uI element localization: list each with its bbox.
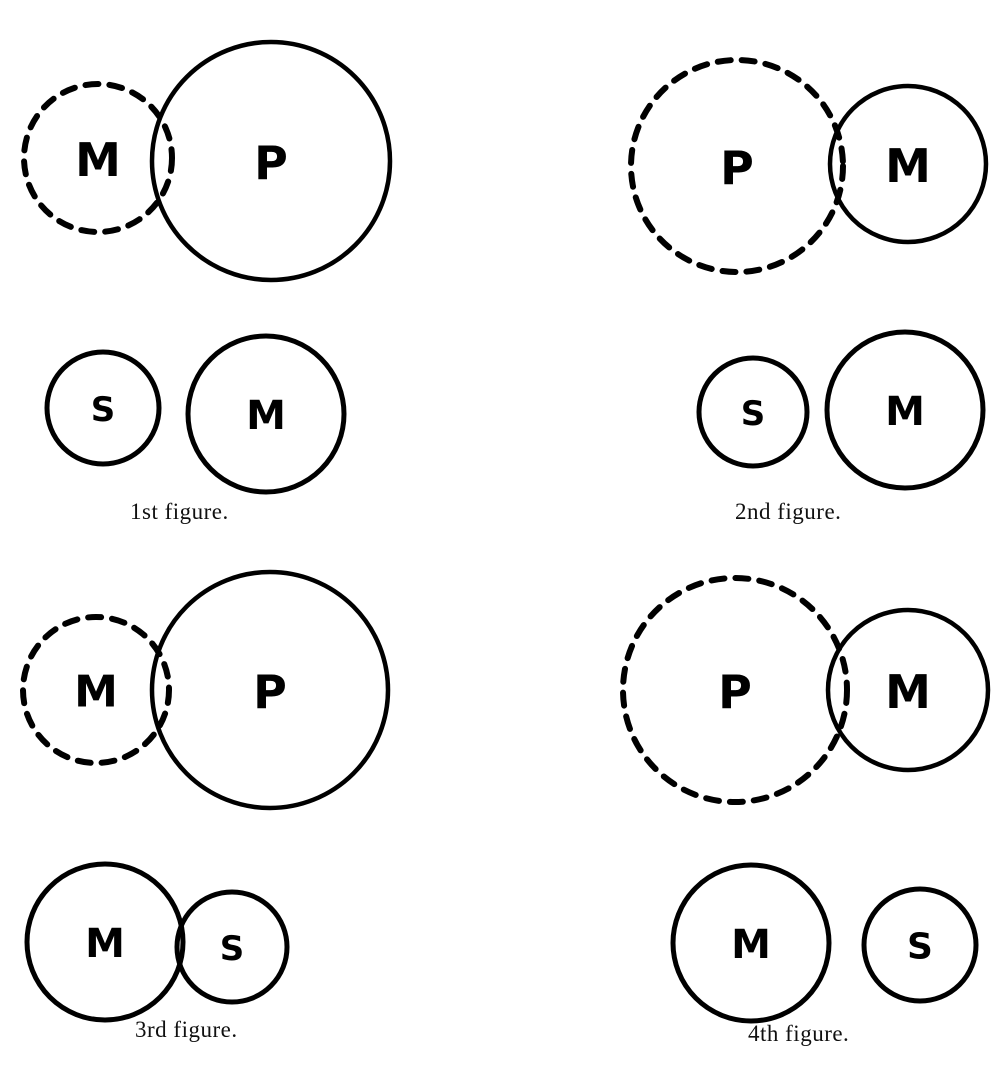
figure-4-circle-m-0[interactable]: M [670, 862, 832, 1024]
circle-label-m: M [731, 922, 771, 968]
solid-circle-outline [670, 862, 832, 1024]
circle-label-m: M [85, 921, 125, 967]
circle-label-s: S [91, 390, 116, 430]
circle-label-m: M [885, 665, 931, 719]
figure-3-caption: 3rd figure. [135, 1017, 238, 1042]
figure-3-circle-s-1[interactable]: S [174, 889, 290, 1005]
figure-2-circle-m-1[interactable]: M [824, 329, 986, 491]
solid-circle-outline [44, 349, 162, 467]
circle-label-s: S [220, 929, 245, 969]
figure-1-circle-s-0[interactable]: S [44, 349, 162, 467]
circle-label-m: M [75, 133, 121, 187]
dashed-circle-outline [628, 57, 846, 275]
figure-2-circle-s-0[interactable]: S [696, 355, 810, 469]
solid-circle-outline [24, 861, 186, 1023]
solid-circle-outline [149, 39, 393, 283]
figure-4-circle-s-1[interactable]: S [861, 886, 979, 1004]
figure-1-circle-m-1[interactable]: M [185, 333, 347, 495]
solid-circle-outline [149, 569, 391, 811]
figure-2-caption: 2nd figure. [735, 499, 842, 524]
figure-3-circle-m-0[interactable]: M [24, 861, 186, 1023]
solid-circle-outline [825, 607, 991, 773]
circle-label-m: M [74, 667, 118, 718]
solid-circle-outline [827, 83, 989, 245]
solid-circle-outline [861, 886, 979, 1004]
circle-label-p: P [253, 665, 287, 719]
circle-label-m: M [885, 389, 925, 435]
circle-label-p: P [720, 141, 754, 195]
circle-label-p: P [254, 136, 288, 190]
figure-4-circle-p-0[interactable]: P [620, 575, 850, 805]
dashed-circle-outline [20, 614, 172, 766]
figure-4-circle-m-1[interactable]: M [825, 607, 991, 773]
figure-3-circle-m-0[interactable]: M [20, 614, 172, 766]
figure-3-circle-p-1[interactable]: P [149, 569, 391, 811]
figure-1-circle-m-0[interactable]: M [21, 81, 175, 235]
solid-circle-outline [696, 355, 810, 469]
circle-label-m: M [885, 139, 931, 193]
circle-label-s: S [741, 394, 766, 434]
figure-2-circle-p-0[interactable]: P [628, 57, 846, 275]
figure-1-caption: 1st figure. [130, 499, 229, 524]
dashed-circle-outline [21, 81, 175, 235]
circle-label-p: P [718, 665, 752, 719]
dashed-circle-outline [620, 575, 850, 805]
figure-4-caption: 4th figure. [748, 1021, 850, 1046]
circle-label-m: M [246, 393, 286, 439]
solid-circle-outline [824, 329, 986, 491]
solid-circle-outline [174, 889, 290, 1005]
figure-1-circle-p-1[interactable]: P [149, 39, 393, 283]
circle-label-s: S [907, 927, 933, 968]
figure-2-circle-m-1[interactable]: M [827, 83, 989, 245]
solid-circle-outline [185, 333, 347, 495]
